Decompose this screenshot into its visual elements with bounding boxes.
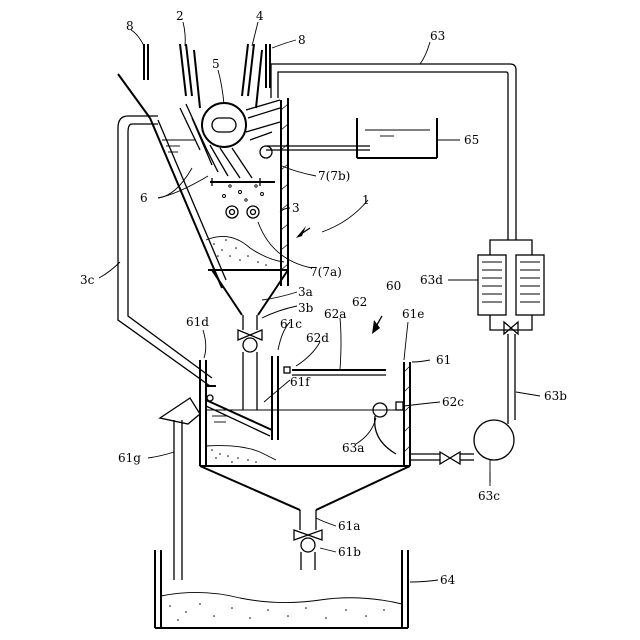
- label-3a: 3a: [298, 285, 313, 299]
- label-63c: 63c: [478, 489, 500, 503]
- label-63d: 63d: [420, 273, 443, 287]
- label-64: 64: [440, 573, 456, 587]
- pump-63c: [410, 420, 514, 464]
- label-63b: 63b: [544, 389, 567, 403]
- label-61c: 61c: [280, 317, 302, 331]
- label-3b: 3b: [298, 301, 314, 315]
- filter-unit-63d: [478, 240, 544, 420]
- label-62d: 62d: [306, 331, 329, 345]
- label-60: 60: [386, 279, 401, 293]
- label-1: 1: [362, 193, 370, 207]
- label-6: 6: [140, 191, 148, 205]
- label-61d: 61d: [186, 315, 209, 329]
- label-61e: 61e: [402, 307, 424, 321]
- leader-lines: [99, 22, 540, 582]
- label-8-left: 8: [126, 19, 134, 33]
- label-7b: 7(7b): [318, 169, 350, 183]
- label-62c: 62c: [442, 395, 464, 409]
- label-61f: 61f: [290, 375, 311, 389]
- label-61g: 61g: [118, 451, 141, 465]
- label-61a: 61a: [338, 519, 360, 533]
- sediment-dots-upper: [213, 239, 267, 266]
- pipe-63: [271, 64, 516, 240]
- label-7a: 7(7a): [310, 265, 342, 279]
- label-61: 61: [436, 353, 451, 367]
- tank-65: [357, 118, 437, 158]
- return-pipe-3c: [118, 116, 212, 386]
- reference-labels: 2 4 8 8 5 63 65 6 7(7b) 1 3 7(7a) 3c 63d…: [80, 9, 567, 587]
- label-63: 63: [430, 29, 445, 43]
- label-8-right: 8: [298, 33, 306, 47]
- label-3c: 3c: [80, 273, 95, 287]
- label-63a: 63a: [342, 441, 364, 455]
- bin-64: [155, 550, 408, 628]
- label-5: 5: [212, 57, 220, 71]
- label-2: 2: [176, 9, 184, 23]
- chute-61g: [160, 398, 200, 580]
- label-3: 3: [292, 201, 300, 215]
- label-62: 62: [352, 295, 367, 309]
- label-65: 65: [464, 133, 479, 147]
- label-4: 4: [256, 9, 264, 23]
- label-61b: 61b: [338, 545, 361, 559]
- label-62a: 62a: [324, 307, 346, 321]
